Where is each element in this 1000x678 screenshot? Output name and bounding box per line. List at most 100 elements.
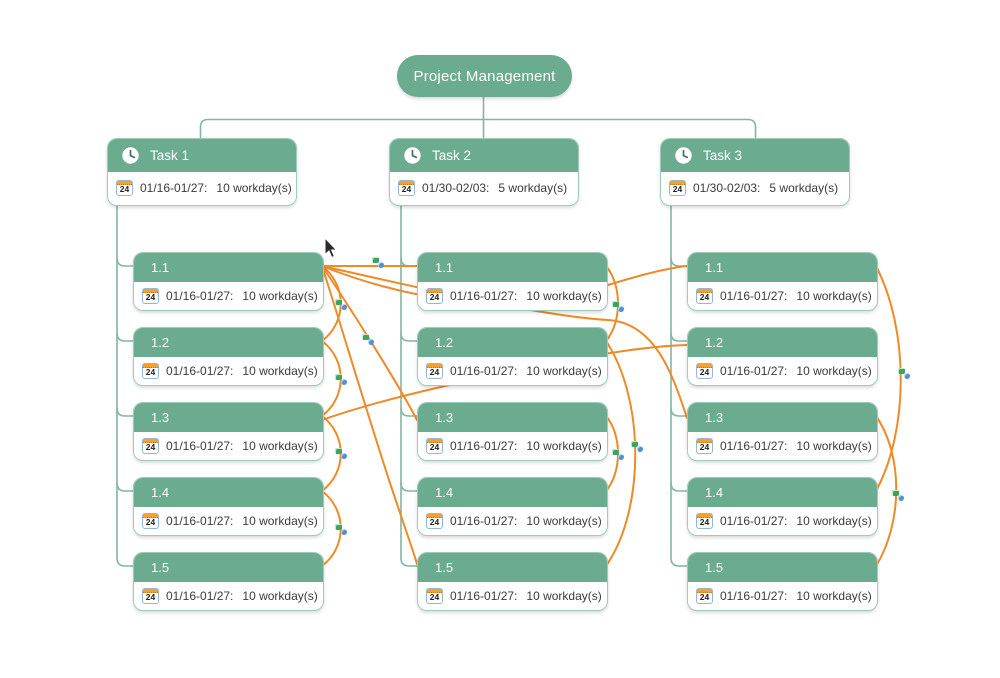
link-badge-blue-icon <box>618 306 624 312</box>
calendar-icon: 24 <box>142 437 159 454</box>
link-badge-green-icon <box>335 299 342 305</box>
calendar-icon: 24 <box>142 362 159 379</box>
task-dates: 01/16-01/27: <box>140 181 208 195</box>
task-title: Task 2 <box>432 148 472 163</box>
subtask-dates: 01/16-01/27: <box>166 513 234 528</box>
subtask-title: 1.3 <box>151 410 170 425</box>
task-node-header: Task 3 <box>661 139 849 172</box>
task-duration: 10 workday(s) <box>216 181 292 195</box>
dependency-link-badge[interactable] <box>372 257 386 269</box>
calendar-icon-band <box>427 288 442 293</box>
dependency-link-badge[interactable] <box>335 374 349 386</box>
subtask-node-header: 1.1 <box>134 253 323 282</box>
clock-icon <box>675 147 692 164</box>
dependency-link-badge[interactable] <box>362 334 376 346</box>
calendar-icon-day: 24 <box>429 516 440 527</box>
dependency-link-badge[interactable] <box>892 490 906 502</box>
calendar-icon-day: 24 <box>429 591 440 602</box>
task-title: Task 3 <box>703 148 743 163</box>
task-node-header: Task 2 <box>390 139 578 172</box>
subtask-node-header: 1.1 <box>688 253 877 282</box>
calendar-icon-band <box>399 181 414 185</box>
dependency-link-badge[interactable] <box>898 368 912 380</box>
link-badge-green-icon <box>612 301 619 307</box>
calendar-icon-band <box>143 438 158 443</box>
task-dates: 01/30-02/03: <box>693 181 761 195</box>
link-badge-blue-icon <box>341 529 347 535</box>
subtask-node-header: 1.5 <box>418 553 607 582</box>
link-badge-green-icon <box>898 368 905 374</box>
calendar-icon: 24 <box>116 180 133 196</box>
dependency-link-badge[interactable] <box>335 524 349 536</box>
calendar-icon: 24 <box>696 512 713 529</box>
calendar-icon-day: 24 <box>699 291 710 302</box>
calendar-icon-band <box>697 438 712 443</box>
subtask-node-header: 1.4 <box>688 478 877 507</box>
root-node-project-management[interactable]: Project Management <box>397 55 572 97</box>
link-badge-blue-icon <box>341 453 347 459</box>
calendar-icon: 24 <box>142 512 159 529</box>
dependency-link-badge[interactable] <box>612 449 626 461</box>
tree-connector-column-1 <box>116 201 134 567</box>
subtask-title: 1.1 <box>151 260 170 275</box>
calendar-icon-band <box>697 288 712 293</box>
link-badge-blue-icon <box>368 339 374 345</box>
calendar-icon-day: 24 <box>119 184 130 194</box>
subtask-duration: 10 workday(s) <box>526 438 602 453</box>
subtask-duration: 10 workday(s) <box>796 438 872 453</box>
dependency-link-badge[interactable] <box>335 448 349 460</box>
subtask-title: 1.2 <box>705 335 724 350</box>
calendar-icon-day: 24 <box>145 291 156 302</box>
calendar-icon-band <box>427 513 442 518</box>
subtask-node-header: 1.5 <box>688 553 877 582</box>
task-node-header: Task 1 <box>108 139 296 172</box>
calendar-icon-band <box>427 363 442 368</box>
calendar-icon: 24 <box>426 512 443 529</box>
link-badge-blue-icon <box>378 262 384 268</box>
subtask-dates: 01/16-01/27: <box>720 363 788 378</box>
calendar-icon-band <box>670 181 685 185</box>
calendar-icon-band <box>143 363 158 368</box>
calendar-icon: 24 <box>142 287 159 304</box>
calendar-icon: 24 <box>142 587 159 604</box>
dependency-link-badge[interactable] <box>631 441 645 453</box>
clock-icon <box>122 147 139 164</box>
calendar-icon: 24 <box>398 180 415 196</box>
subtask-dates: 01/16-01/27: <box>166 363 234 378</box>
dependency-link-badge[interactable] <box>335 299 349 311</box>
link-badge-blue-icon <box>341 379 347 385</box>
calendar-icon-day: 24 <box>699 516 710 527</box>
calendar-icon-band <box>143 288 158 293</box>
link-badge-blue-icon <box>341 304 347 310</box>
tree-connector-branch-3-4 <box>670 482 688 492</box>
tree-connector-branch-2-4 <box>400 482 418 492</box>
subtask-duration: 10 workday(s) <box>796 513 872 528</box>
task-node-1[interactable]: Task 1 24 01/16-01/27: 10 workday(s) <box>107 138 297 206</box>
dependency-link-badge[interactable] <box>612 301 626 313</box>
subtask-title: 1.1 <box>705 260 724 275</box>
